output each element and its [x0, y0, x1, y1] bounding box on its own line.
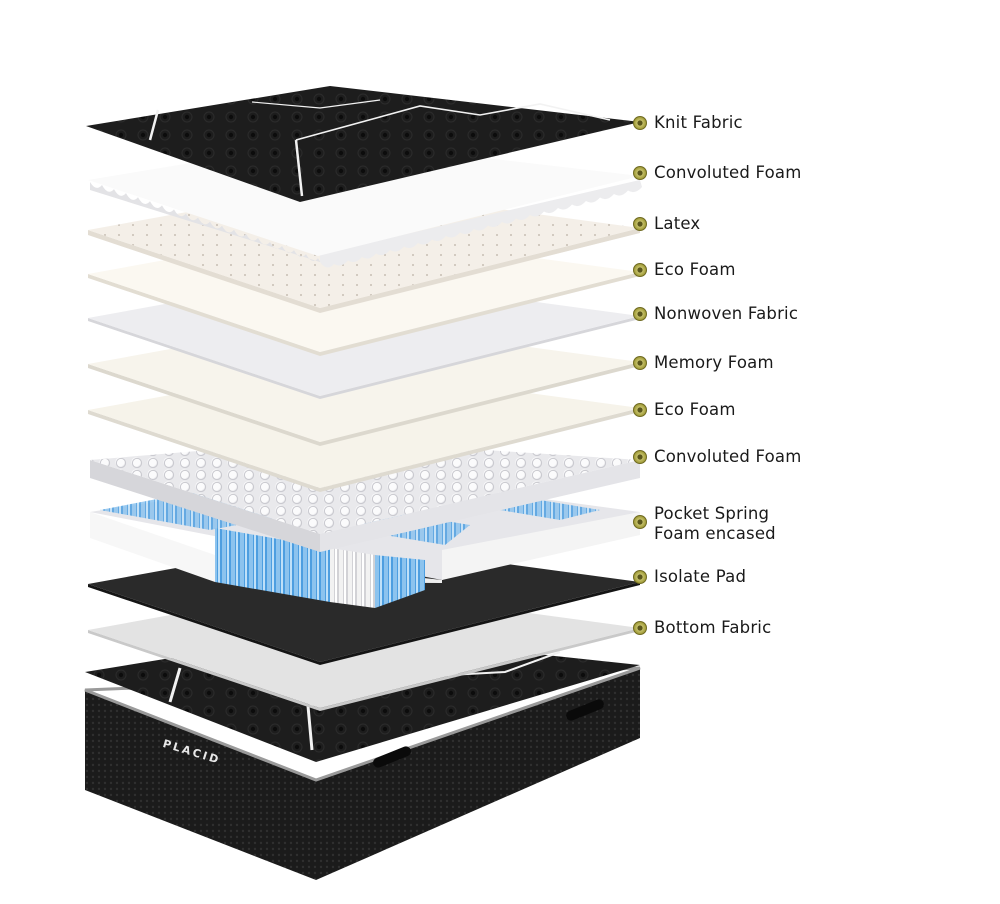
marker-center-bottom-fabric	[637, 625, 643, 631]
foam-encasement-left	[90, 512, 215, 582]
mattress-stripe-2	[306, 705, 314, 751]
label-line: Eco Foam	[654, 260, 736, 279]
layer-latex-side-left	[88, 230, 320, 313]
mattress-front-side	[85, 690, 316, 880]
label-line: Bottom Fabric	[654, 618, 772, 637]
layer-isolate-pad-side-left	[88, 584, 320, 665]
knit-top	[86, 86, 640, 202]
label-memory-foam: Memory Foam	[654, 353, 774, 373]
springs-blue-front	[215, 528, 330, 602]
label-latex: Latex	[654, 214, 700, 234]
label-line: Knit Fabric	[654, 113, 743, 132]
layer-nonwoven-fabric-side-left	[88, 318, 320, 399]
handle-front	[373, 746, 411, 768]
label-eco-foam-2: Eco Foam	[654, 400, 736, 420]
mattress-right-side	[316, 668, 640, 880]
marker-center-convoluted-foam-top	[637, 170, 643, 176]
label-knit-fabric: Knit Fabric	[654, 113, 743, 133]
marker-center-eco-foam-1	[637, 267, 643, 273]
layer-eco-foam-1-side-left	[88, 274, 320, 356]
conv-wave-left	[90, 182, 330, 266]
label-line: Foam encased	[654, 524, 776, 543]
mattress-stripe-1	[168, 667, 182, 703]
knit-stripe-2	[294, 139, 304, 197]
egg-left-side	[90, 460, 320, 552]
marker-center-convoluted-foam-bottom	[637, 454, 643, 460]
springs-white-front	[330, 548, 375, 608]
label-convoluted-foam-top: Convoluted Foam	[654, 163, 802, 183]
foam-encasement-right	[442, 512, 640, 580]
marker-center-memory-foam	[637, 360, 643, 366]
marker-center-pocket-spring	[637, 519, 643, 525]
label-convoluted-foam-bottom: Convoluted Foam	[654, 447, 802, 467]
label-isolate-pad: Isolate Pad	[654, 567, 746, 587]
layer-knit-fabric	[86, 86, 640, 202]
layer-convoluted-foam-bottom	[90, 440, 640, 552]
label-line: Memory Foam	[654, 353, 774, 372]
layer-nonwoven-fabric-side-right	[320, 316, 640, 399]
springs-blue-front-2	[375, 555, 425, 608]
layer-bottom-fabric-side-left	[88, 630, 320, 711]
layer-memory-foam-side-left	[88, 364, 320, 446]
knit-stripe-4	[251, 99, 381, 109]
knit-stripe-3	[295, 103, 611, 141]
label-bottom-fabric: Bottom Fabric	[654, 618, 771, 638]
label-line: Pocket Spring	[654, 504, 770, 523]
label-line: Nonwoven Fabric	[654, 304, 799, 323]
egg-top	[90, 440, 640, 534]
layer-memory-foam-side-right	[320, 362, 640, 446]
layer-latex-side-right	[320, 228, 640, 313]
label-line: Eco Foam	[654, 400, 736, 419]
marker-center-isolate-pad	[637, 574, 643, 580]
layer-isolate-pad-side-right	[320, 582, 640, 665]
label-line: Convoluted Foam	[654, 163, 802, 182]
handle-right	[566, 699, 604, 721]
marker-center-knit-fabric	[637, 120, 643, 126]
knit-stripe-1	[148, 109, 160, 141]
egg-right-side	[320, 460, 640, 552]
label-eco-foam-1: Eco Foam	[654, 260, 736, 280]
layer-bottom-fabric-side-right	[320, 628, 640, 711]
layer-eco-foam-2-side-left	[88, 410, 320, 492]
marker-center-nonwoven-fabric	[637, 311, 643, 317]
label-line: Latex	[654, 214, 701, 233]
label-line: Isolate Pad	[654, 567, 747, 586]
conv-wave-right	[320, 180, 642, 268]
layer-eco-foam-2-side-right	[320, 408, 640, 492]
marker-center-latex	[637, 221, 643, 227]
label-line: Convoluted Foam	[654, 447, 802, 466]
layer-eco-foam-1-side-right	[320, 272, 640, 356]
marker-center-eco-foam-2	[637, 407, 643, 413]
label-nonwoven-fabric: Nonwoven Fabric	[654, 304, 798, 324]
